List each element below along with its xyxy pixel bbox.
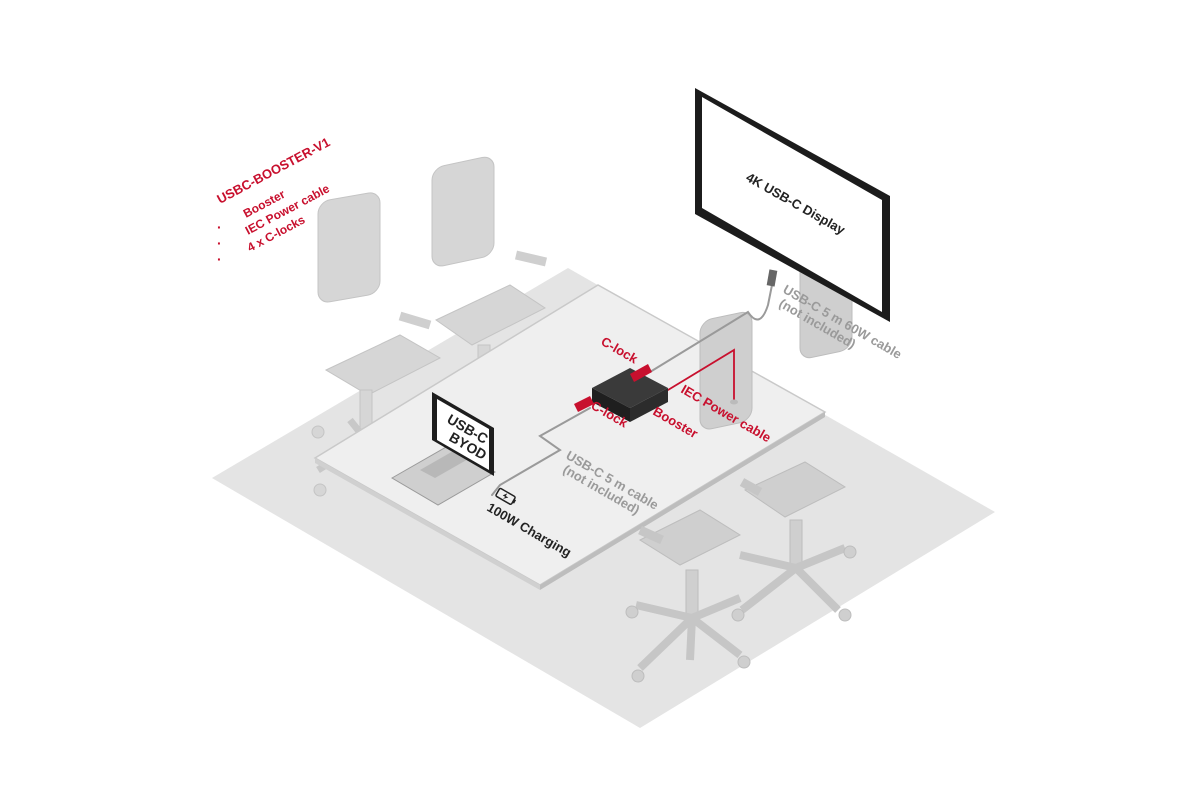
- display: 4K USB-C Display: [695, 88, 890, 322]
- table-edge: [315, 458, 540, 590]
- laptop-usbc-cable: [491, 407, 591, 496]
- floor-outlet: [730, 399, 738, 405]
- c-lock-bottom: [574, 396, 594, 412]
- cables: [491, 284, 773, 496]
- c-lock-top: [630, 364, 652, 382]
- bullet-1: ·: [217, 219, 222, 235]
- booster-device: [592, 368, 668, 422]
- laptop: USB-C BYOD: [391, 392, 497, 506]
- display-usbc-cable: [649, 284, 773, 373]
- front-chair-left: [625, 311, 753, 683]
- display-cable-connector: [766, 269, 778, 287]
- charging-icon: [495, 487, 517, 505]
- table-edge-right: [540, 412, 825, 590]
- bullet-2: ·: [217, 235, 222, 251]
- bullet-3: ·: [217, 251, 222, 267]
- iec-power-cable: [667, 348, 735, 401]
